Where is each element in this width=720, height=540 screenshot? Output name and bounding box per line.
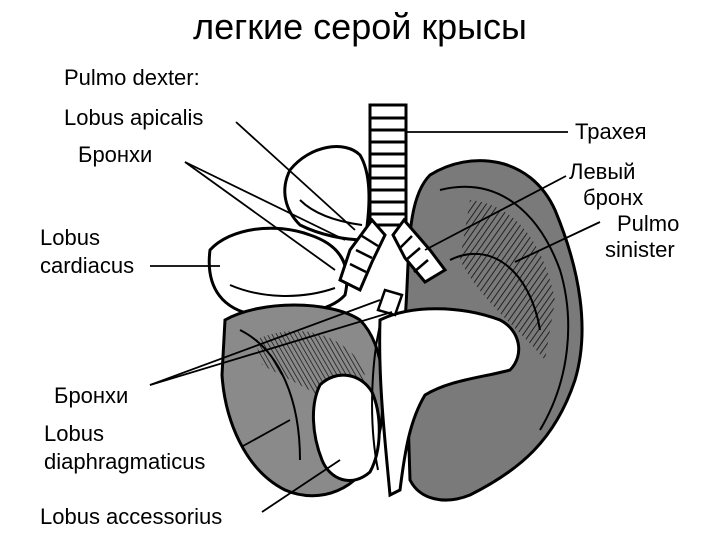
label-lobus-diaphragmaticus-line2: diaphragmaticus <box>44 450 205 474</box>
label-bronchi-lower: Бронхи <box>54 384 128 408</box>
label-pulmo-dexter: Pulmo dexter: <box>64 66 200 90</box>
label-bronchi-upper: Бронхи <box>78 143 152 167</box>
label-left-bronchus-line2: бронх <box>583 186 643 210</box>
label-lobus-apicalis: Lobus apicalis <box>64 106 203 130</box>
label-pulmo-sinister-line2: sinister <box>605 238 675 262</box>
label-pulmo-sinister-line1: Pulmo <box>617 212 679 236</box>
label-left-bronchus-line1: Левый <box>569 160 635 184</box>
label-lobus-cardiacus-line2: cardiacus <box>40 254 134 278</box>
accessory-lobe <box>313 375 379 480</box>
label-trachea: Трахея <box>575 120 647 144</box>
label-lobus-accessorius: Lobus accessorius <box>40 505 222 529</box>
right-apical-lobe <box>285 147 369 240</box>
label-lobus-diaphragmaticus-line1: Lobus <box>44 422 104 446</box>
label-lobus-cardiacus-line1: Lobus <box>40 226 100 250</box>
right-cardiac-lobe <box>209 228 347 316</box>
